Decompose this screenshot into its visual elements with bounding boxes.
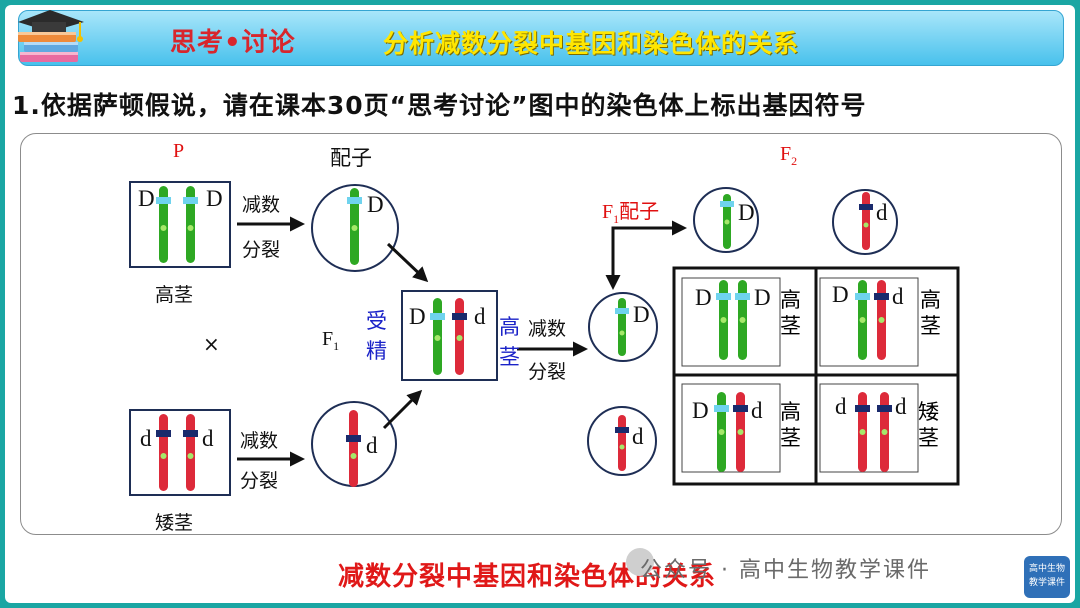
header-tag: 思考•讨论 [170,28,296,58]
allele-label: d [751,398,763,423]
meiosis-label-3b: 分裂 [528,361,567,383]
watermark-text: 公众号 · 高中生物教学课件 [640,558,931,583]
meiosis-label-2a: 减数 [240,430,279,452]
allele-label: D [633,302,650,327]
allele-label: d [202,426,214,451]
tall-label: 高茎 [155,284,194,306]
allele-label: D [692,398,709,423]
f1-gamete-label: F1配子 [602,199,660,226]
f1-label: F1 [322,328,340,353]
cell-4-phenotype: 矮茎 [918,400,939,450]
p-label: P [173,140,185,162]
gamete-label: 配子 [330,146,372,170]
meiosis-label-1b: 分裂 [242,239,281,261]
allele-label: D [138,186,155,211]
header-title: 分析减数分裂中基因和染色体的关系 [383,29,800,58]
allele-label: d [876,200,888,225]
f1-tall-label: 高茎 [499,315,520,369]
cell-1-phenotype: 高茎 [780,288,801,338]
cell-2-phenotype: 高茎 [920,288,941,338]
allele-label: D [754,285,771,310]
allele-label: d [835,394,847,419]
watermark-badge: 高中生物 教学课件 [1024,556,1070,598]
allele-label: d [892,284,904,309]
allele-label: d [474,304,486,329]
fertilization-label: 受精 [366,309,387,363]
meiosis-label-2b: 分裂 [240,470,279,492]
allele-label: D [738,200,755,225]
short-label: 矮茎 [155,512,194,534]
allele-label: d [140,426,152,451]
allele-label: D [409,304,426,329]
cross-symbol: × [203,332,220,356]
books-graduation-cap-icon [18,10,84,62]
question-text: 1.依据萨顿假说，请在课本30页“思考讨论”图中的染色体上标出基因符号 [12,91,867,120]
title-bar [18,10,1064,66]
allele-label: d [366,433,378,458]
allele-label: D [695,285,712,310]
wechat-icon [626,548,654,576]
allele-label: D [367,192,384,217]
allele-label: d [895,394,907,419]
allele-label: d [632,424,644,449]
f2-label: F2 [780,143,798,168]
cell-3-phenotype: 高茎 [780,400,801,450]
allele-label: D [206,186,223,211]
meiosis-label-3a: 减数 [528,318,567,340]
allele-label: D [832,282,849,307]
meiosis-label-1a: 减数 [242,194,281,216]
